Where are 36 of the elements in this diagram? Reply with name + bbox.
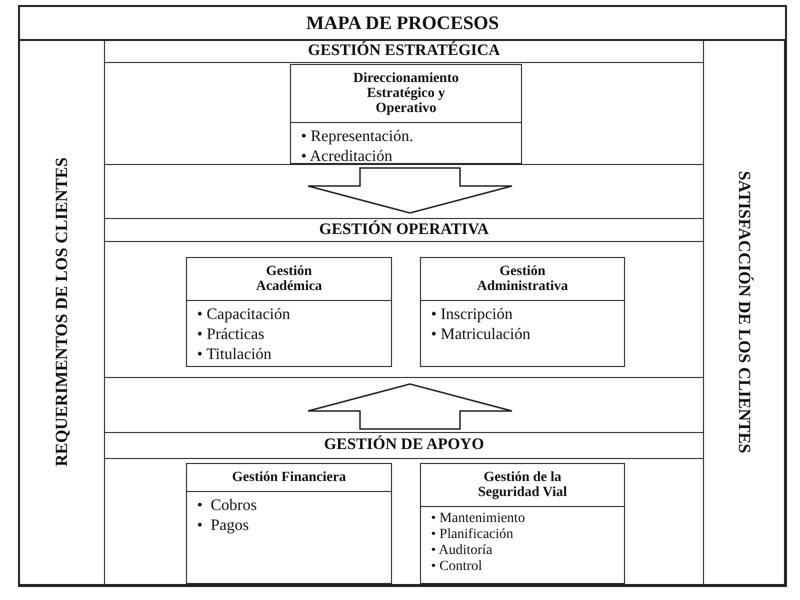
box-heading: Gestión Académica: [187, 258, 391, 301]
side-column: [703, 39, 785, 585]
process-box: [420, 463, 625, 584]
process-box: [290, 64, 522, 164]
process-box: [186, 463, 392, 584]
side-column: [18, 39, 105, 585]
bullet-item: • Acreditación: [300, 147, 392, 167]
process-band: [105, 218, 703, 378]
band-heading: GESTIÓN ESTRATÉGICA: [105, 40, 703, 63]
bullet-item: • Planificación: [430, 527, 514, 543]
bullet-item: • Titulación: [196, 345, 272, 365]
band-heading: GESTIÓN OPERATIVA: [105, 219, 703, 242]
process-band: [105, 39, 703, 165]
box-heading: Gestión de la Seguridad Vial: [421, 464, 624, 507]
process-box: [186, 257, 392, 367]
process-band: [105, 432, 703, 585]
bullet-item: • Matriculación: [430, 325, 530, 345]
bullet-item: • Cobros: [196, 496, 257, 516]
box-heading: Gestión Financiera: [187, 464, 391, 492]
bullet-item: • Inscripción: [430, 305, 513, 325]
box-heading: Gestión Administrativa: [421, 258, 624, 301]
vertical-label: SATISFACCIÓN DE LOS CLIENTES: [734, 170, 754, 454]
process-box: [420, 257, 625, 367]
bullet-item: • Mantenimiento: [430, 511, 525, 527]
bullet-item: • Auditoría: [430, 543, 492, 559]
block-arrow: [307, 383, 513, 430]
block-arrow: [307, 167, 513, 214]
box-heading: Direccionamiento Estratégico y Operativo: [291, 65, 521, 123]
bullet-item: • Pagos: [196, 516, 249, 536]
bullet-item: • Capacitación: [196, 305, 290, 325]
diagram-title: MAPA DE PROCESOS: [20, 7, 785, 41]
vertical-label: REQUERIMENTOS DE LOS CLIENTES: [52, 157, 72, 467]
band-heading: GESTIÓN DE APOYO: [105, 433, 703, 459]
bullet-item: • Representación.: [300, 127, 414, 147]
bullet-item: • Control: [430, 559, 482, 575]
bullet-item: • Prácticas: [196, 325, 264, 345]
